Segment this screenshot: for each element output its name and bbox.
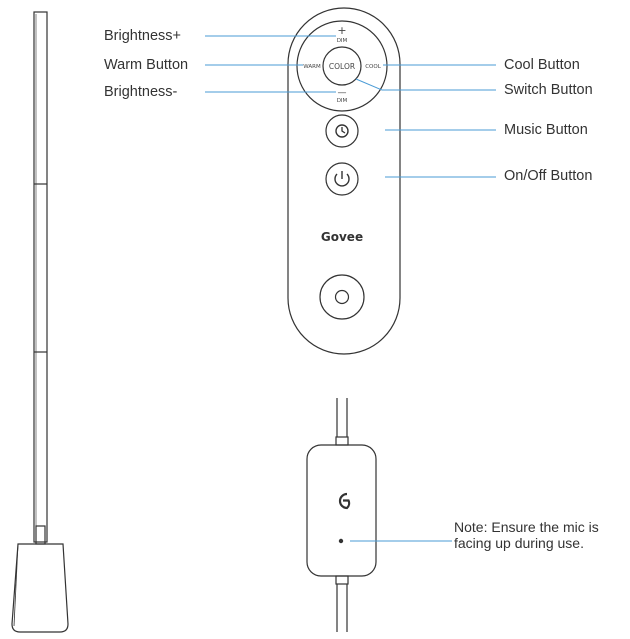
leader-lines (205, 35, 496, 542)
color-label: COLOR (329, 62, 355, 71)
mic-hole (338, 538, 344, 544)
floor-lamp (11, 11, 69, 633)
minus-sign: — (338, 88, 347, 98)
dim-top-label: DIM (337, 38, 348, 44)
cable-connector-bottom (335, 575, 349, 585)
mic-button[interactable] (319, 274, 365, 320)
music-icon (335, 124, 349, 138)
dim-bottom-label: DIM (337, 98, 348, 104)
controller-body (306, 444, 377, 577)
music-button[interactable] (325, 114, 359, 148)
brand-logo: Govee (321, 230, 363, 244)
mic-note-line-1: Note: Ensure the mic is (454, 519, 599, 535)
lamp-pole (33, 11, 48, 543)
label-brightness-minus: Brightness- (104, 84, 178, 100)
cool-label: COOL (365, 64, 381, 70)
label-brightness-plus: Brightness+ (104, 28, 181, 44)
mic-note-line-2: facing up during use. (454, 535, 584, 551)
remote-body (287, 7, 401, 355)
label-onoff-button: On/Off Button (504, 168, 593, 184)
label-cool-button: Cool Button (504, 57, 580, 73)
warm-label: WARM (303, 64, 321, 70)
plus-sign: + (337, 24, 346, 37)
inline-controller (306, 398, 377, 632)
mic-note: Note: Ensure the mic is facing up during… (454, 519, 599, 551)
govee-g-logo-icon (338, 492, 351, 510)
label-music-button: Music Button (504, 122, 588, 138)
mic-dot (334, 289, 350, 305)
lamp-base (11, 543, 69, 633)
power-icon (334, 173, 350, 187)
remote-control (287, 7, 401, 355)
label-warm-button: Warm Button (104, 57, 189, 73)
label-switch-button: Switch Button (504, 82, 593, 98)
cable-connector-top (335, 436, 349, 446)
color-button[interactable] (322, 46, 362, 86)
lamp-neck (35, 525, 46, 545)
dpad-ring[interactable] (296, 20, 388, 112)
power-button[interactable] (325, 162, 359, 196)
leader-switch (355, 78, 496, 91)
